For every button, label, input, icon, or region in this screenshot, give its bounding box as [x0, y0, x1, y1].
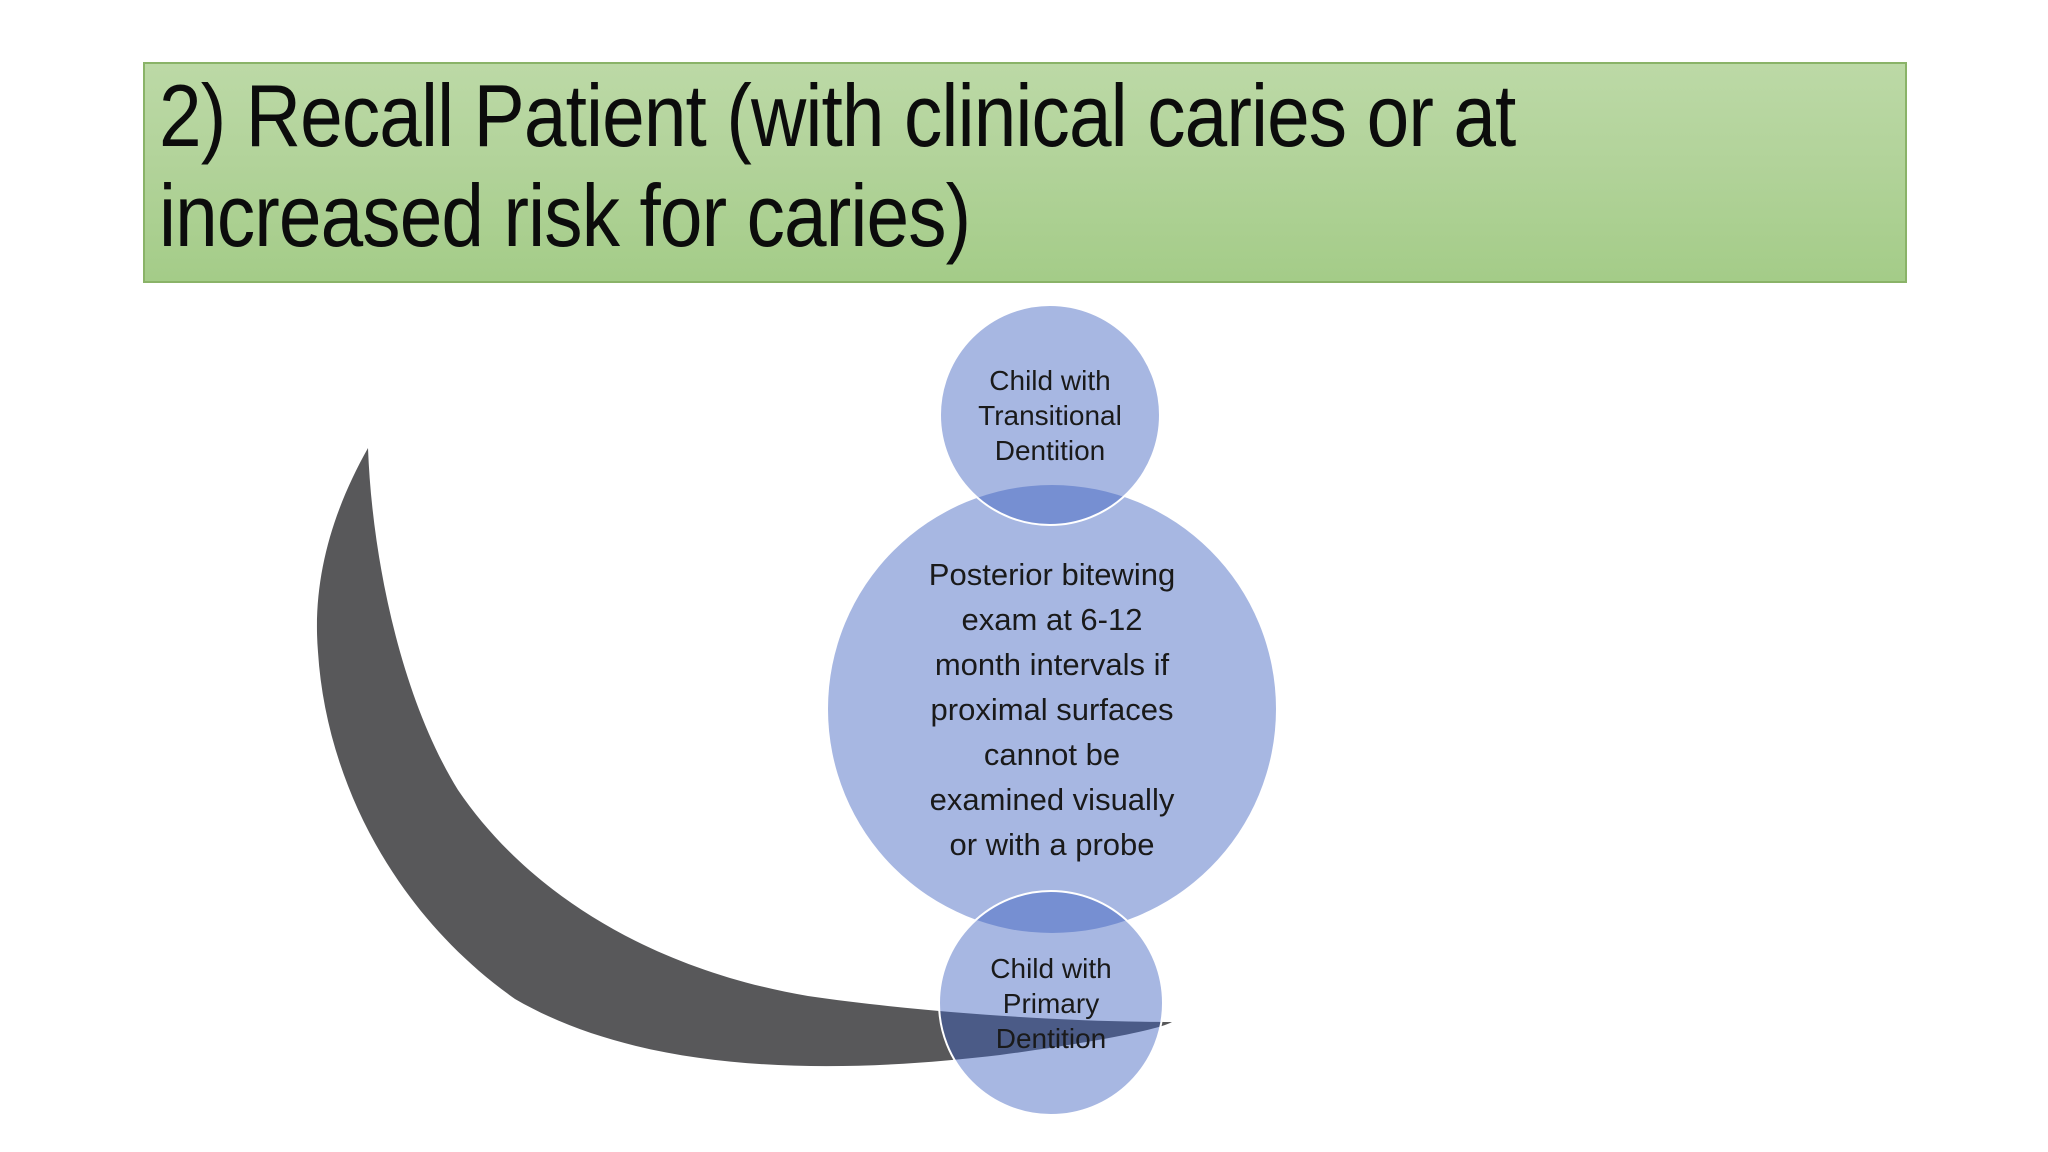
circle-transitional-dentition: Child with Transitional Dentition [939, 304, 1161, 526]
slide-title-box: 2) Recall Patient (with clinical caries … [143, 62, 1907, 283]
slide-title: 2) Recall Patient (with clinical caries … [159, 66, 1905, 266]
circle-text-line: Child with [990, 952, 1112, 984]
circle-primary-dentition: Child with Primary Dentition [938, 890, 1164, 1116]
circle-text-line: Child with [989, 364, 1111, 396]
slide-title-line-1: 2) Recall Patient (with clinical caries … [159, 66, 1516, 165]
circle-text-line: Primary [1002, 987, 1100, 1019]
swoosh-arc-shape [316, 448, 1172, 1067]
circle-text-line: cannot be [983, 736, 1121, 772]
circle-text-line: Transitional [978, 399, 1122, 431]
circle-text-line: Posterior bitewing [928, 556, 1176, 592]
circle-text-line: Dentition [994, 434, 1106, 466]
circle-text-line: examined visually [929, 781, 1175, 817]
circle-text-line: month intervals if [934, 646, 1170, 682]
circle-text-line: exam at 6-12 [961, 601, 1143, 637]
circle-text-line: Dentition [995, 1022, 1107, 1054]
slide-title-line-2: increased risk for caries) [159, 166, 971, 265]
circle-text-line: or with a probe [949, 826, 1155, 862]
circle-posterior-bitewing: Posterior bitewing exam at 6-12 month in… [828, 485, 1276, 933]
circle-text-line: proximal surfaces [930, 691, 1174, 727]
